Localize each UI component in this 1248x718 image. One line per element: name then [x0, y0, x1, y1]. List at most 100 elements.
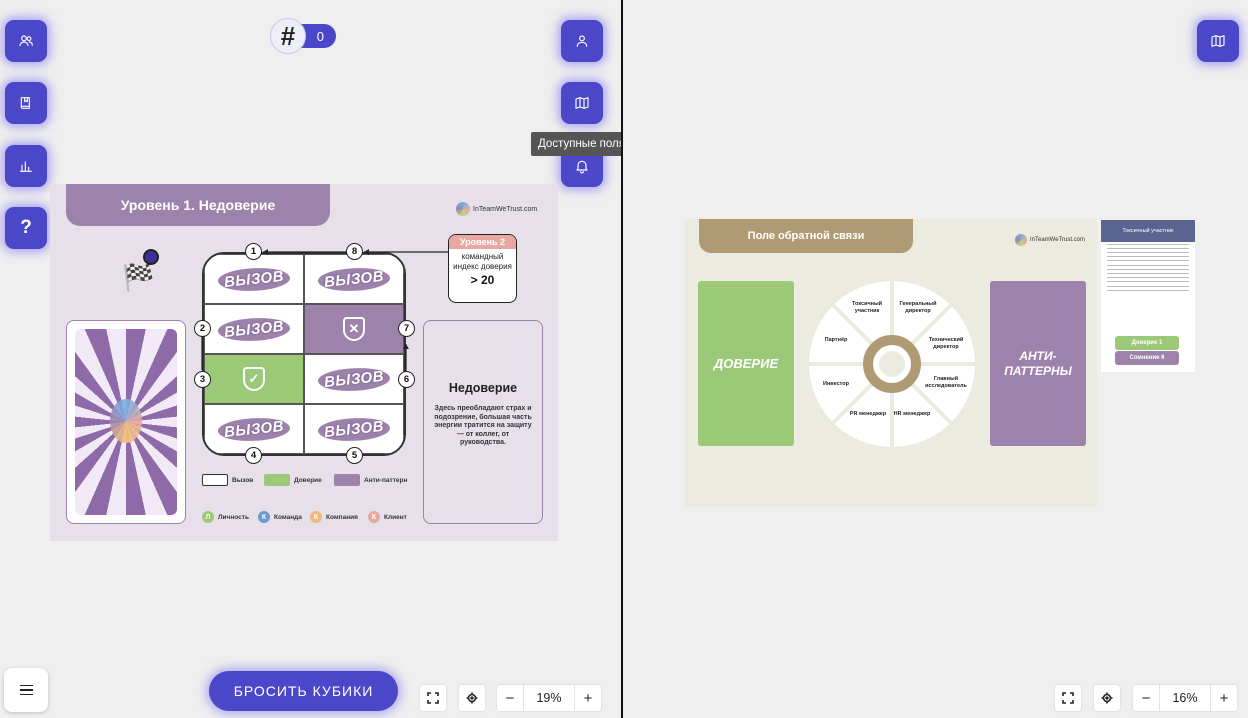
challenge-badge: ВЫЗОВ: [316, 363, 392, 395]
left-board-pane[interactable]: ? 0 # Уровень 1. Недоверие InTeamWeTrust…: [0, 0, 621, 718]
role-label: Команда: [274, 513, 302, 521]
zoom-level: 19%: [523, 685, 575, 711]
fullscreen-icon: [427, 692, 439, 704]
map-icon: [1211, 35, 1225, 47]
toxic-role-card[interactable]: Токсичный участник Доверие 1 Сомнение 6: [1101, 220, 1195, 372]
roles-wheel: Токсичный участник Генеральный директор …: [809, 281, 975, 447]
help-button[interactable]: ?: [5, 207, 47, 249]
legend-label: Доверие: [294, 476, 322, 484]
legend-label: Анти-паттерн: [364, 476, 408, 484]
zoom-in-button[interactable]: +: [583, 689, 593, 707]
cell-trust[interactable]: ✓: [204, 354, 304, 404]
menu-button[interactable]: [4, 668, 48, 712]
fullscreen-icon: [1062, 692, 1074, 704]
challenge-badge: ВЫЗОВ: [316, 413, 392, 445]
zoom-out-button[interactable]: −: [505, 689, 515, 707]
challenge-badge: ВЫЗОВ: [216, 413, 292, 445]
path-number-1: 1: [245, 243, 262, 260]
cell-challenge[interactable]: ВЫЗОВ: [204, 404, 304, 454]
zoom-in-button[interactable]: +: [1219, 689, 1229, 707]
legend-anti-pattern: Анти-паттерн: [334, 474, 407, 486]
available-fields-button[interactable]: [561, 82, 603, 124]
role-label: Клиент: [384, 513, 407, 521]
brand-logo: InTeamWeTrust.com: [1015, 234, 1085, 246]
cell-challenge[interactable]: ВЫЗОВ: [204, 304, 304, 354]
cell-challenge[interactable]: ВЫЗОВ: [304, 354, 404, 404]
stats-button[interactable]: [5, 145, 47, 187]
challenge-badge: ВЫЗОВ: [216, 263, 292, 295]
card-back-art: [75, 329, 177, 515]
role-dot: Л: [202, 511, 214, 523]
player-token[interactable]: [143, 249, 159, 265]
cell-challenge[interactable]: ВЫЗОВ: [204, 254, 304, 304]
level2-value: > 20: [470, 273, 495, 287]
fullscreen-button[interactable]: [1055, 685, 1081, 711]
role-ceo[interactable]: Генеральный директор: [899, 301, 937, 314]
deck-card[interactable]: [66, 320, 186, 524]
trust-deck[interactable]: ДОВЕРИЕ: [698, 281, 794, 446]
role-label: Компания: [326, 513, 358, 521]
role-hr[interactable]: HR менеджер: [893, 411, 931, 417]
finish-flags-icon: 🏁: [122, 262, 155, 292]
wheel-center: [879, 351, 905, 377]
role-cto[interactable]: Технический директор: [928, 337, 964, 350]
crosshair-icon: [1101, 692, 1113, 704]
game-path-grid: ВЫЗОВ ВЫЗОВ ВЫЗОВ ✕ ✓ ВЫЗОВ ВЫЗОВ ВЫЗОВ: [202, 252, 406, 456]
role-label: Личность: [218, 513, 249, 521]
path-number-4: 4: [245, 447, 262, 464]
path-number-7: 7: [398, 320, 415, 337]
zoom-level: 16%: [1159, 685, 1211, 711]
cell-challenge[interactable]: ВЫЗОВ: [304, 254, 404, 304]
anti-pattern-deck[interactable]: АНТИ-ПАТТЕРНЫ: [990, 281, 1086, 446]
role-partner[interactable]: Партнёр: [824, 337, 848, 343]
trust-swatch: [264, 474, 290, 486]
role-card-text: [1107, 285, 1189, 293]
brand-logo: InTeamWeTrust.com: [456, 202, 537, 216]
doubt-pill: Сомнение 6: [1115, 351, 1179, 365]
right-board-pane[interactable]: Поле обратной связи InTeamWeTrust.com ДО…: [623, 0, 1248, 718]
flower-logo-icon: [1015, 234, 1027, 246]
book-icon: [20, 97, 30, 109]
profile-button[interactable]: [561, 20, 603, 62]
role-card-text: [1107, 243, 1189, 263]
wheel-ring: [863, 335, 921, 393]
role-card-title: Токсичный участник: [1101, 220, 1195, 242]
users-icon: [19, 35, 33, 47]
legend-challenge: Вызов: [202, 474, 253, 486]
available-fields-tooltip: Доступные поля: [531, 132, 621, 156]
center-button[interactable]: [459, 685, 485, 711]
role-pr[interactable]: PR менеджер: [849, 411, 887, 417]
help-icon: ?: [20, 217, 32, 238]
shield-check-icon: ✓: [243, 367, 265, 391]
right-fields-button[interactable]: [1197, 20, 1239, 62]
role-dot: К: [258, 511, 270, 523]
hash-counter[interactable]: 0 #: [270, 18, 338, 54]
distrust-text: Здесь преобладают страх и подозрение, бо…: [434, 405, 532, 446]
rules-button[interactable]: [5, 82, 47, 124]
role-client: К Клиент: [368, 511, 407, 523]
role-toxic[interactable]: Токсичный участник: [851, 301, 883, 314]
role-investor[interactable]: Инвестор: [823, 381, 849, 387]
anti-pattern-swatch: [334, 474, 360, 486]
feedback-board: Поле обратной связи InTeamWeTrust.com ДО…: [685, 219, 1097, 507]
role-team: К Команда: [258, 511, 302, 523]
role-company: К Компания: [310, 511, 358, 523]
players-button[interactable]: [5, 20, 47, 62]
cell-anti-pattern[interactable]: ✕: [304, 304, 404, 354]
challenge-badge: ВЫЗОВ: [316, 263, 392, 295]
role-dot: К: [368, 511, 380, 523]
role-researcher[interactable]: Главный исследователь: [925, 376, 967, 389]
zoom-out-button[interactable]: −: [1141, 689, 1151, 707]
hamburger-icon: [19, 684, 33, 687]
bell-icon: [576, 160, 588, 174]
fullscreen-button[interactable]: [420, 685, 446, 711]
pane-divider[interactable]: [621, 0, 623, 718]
distrust-title: Недоверие: [448, 381, 518, 395]
brand-text: InTeamWeTrust.com: [1030, 237, 1086, 243]
roll-dice-button[interactable]: БРОСИТЬ КУБИКИ: [209, 671, 398, 711]
center-button[interactable]: [1094, 685, 1120, 711]
hash-icon: #: [270, 18, 306, 54]
level1-board: Уровень 1. Недоверие InTeamWeTrust.com 🏁…: [50, 184, 558, 541]
crosshair-icon: [466, 692, 478, 704]
role-personality: Л Личность: [202, 511, 249, 523]
